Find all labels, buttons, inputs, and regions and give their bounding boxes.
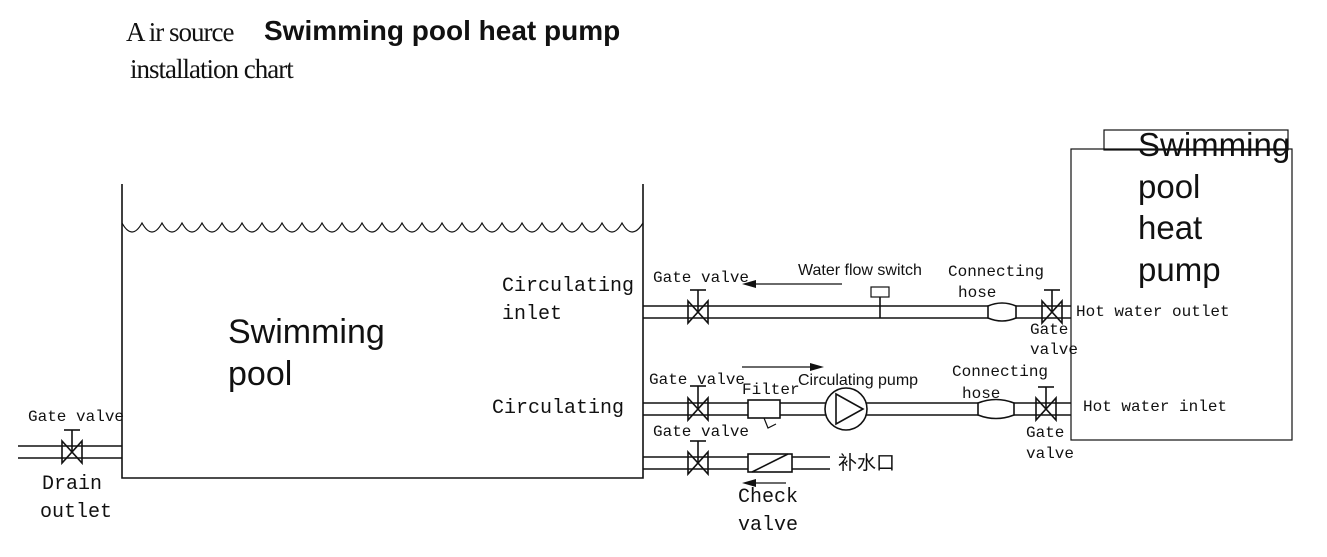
flow-arrow-left-icon: [742, 280, 842, 288]
top-connecting-hose-label-1: Connecting: [948, 263, 1044, 281]
pool-water-surface: [121, 221, 644, 233]
hp-top-gate-valve-icon: [1041, 289, 1063, 326]
heat-pump-label-line2: pool: [1138, 168, 1200, 205]
middle-connecting-hose-label-2: hose: [962, 385, 1000, 403]
check-valve-label-1: Check: [738, 486, 798, 509]
pool-label-line2: pool: [228, 355, 292, 393]
hp-bottom-gate-valve-label-1: Gate: [1026, 424, 1064, 442]
drain-outlet-label-2: outlet: [40, 501, 112, 524]
check-valve-label-2: valve: [738, 514, 798, 537]
middle-gate-valve-label: Gate valve: [649, 371, 745, 389]
circulating-inlet-label-2: inlet: [502, 303, 562, 326]
middle-connecting-hose-label-1: Connecting: [952, 363, 1048, 381]
heat-pump-unit: [1070, 129, 1293, 441]
pool-label-line1: Swimming: [228, 313, 385, 351]
middle-connecting-hose-icon: [977, 398, 1015, 420]
heat-pump-label-line3: heat: [1138, 209, 1202, 246]
top-connecting-hose-label-2: hose: [958, 284, 996, 302]
hp-bottom-gate-valve-label-2: valve: [1026, 445, 1074, 463]
low-gate-valve-icon: [687, 440, 709, 477]
drain-pipe: [18, 445, 122, 459]
circulating-outlet-label: Circulating: [492, 397, 624, 420]
drain-gate-valve-label: Gate valve: [28, 408, 124, 426]
circulating-inlet-label-1: Circulating: [502, 275, 634, 298]
top-gate-valve-icon: [687, 289, 709, 326]
title-bold: Swimming pool heat pump: [264, 15, 620, 46]
makeup-water-label: 补水口: [838, 452, 895, 474]
hp-bottom-gate-valve-icon: [1035, 386, 1057, 423]
drain-outlet-label-1: Drain: [42, 473, 102, 496]
title-prefix: A ir source: [126, 17, 234, 47]
heat-pump-label-line4: pump: [1138, 251, 1221, 288]
hot-water-outlet-label: Hot water outlet: [1076, 303, 1230, 321]
filter-icon: [747, 399, 781, 429]
check-valve-arrow-icon: [742, 479, 786, 487]
check-valve-icon: [747, 453, 793, 473]
circulating-pump-label: Circulating pump: [798, 372, 918, 389]
makeup-pipe: [643, 456, 830, 470]
drain-gate-valve-icon: [61, 429, 83, 466]
filter-label: Filter: [742, 381, 800, 399]
title-line2: installation chart: [130, 54, 294, 84]
circulating-pump-icon: [824, 387, 868, 431]
water-flow-switch-label: Water flow switch: [798, 262, 922, 279]
top-connecting-hose-icon: [987, 302, 1017, 322]
flow-arrow-right-icon: [742, 363, 824, 371]
heat-pump-label-line1: Swimming: [1138, 126, 1290, 163]
top-gate-valve-label: Gate valve: [653, 269, 749, 287]
middle-pipe: [643, 402, 1071, 416]
hp-top-gate-valve-label-1: Gate: [1030, 321, 1068, 339]
water-flow-switch-icon: [870, 286, 890, 318]
hp-top-gate-valve-label-2: valve: [1030, 341, 1078, 359]
middle-gate-valve-icon: [687, 385, 709, 423]
swimming-pool-tank: [121, 184, 644, 479]
hot-water-inlet-label: Hot water inlet: [1083, 398, 1227, 416]
low-gate-valve-label: Gate valve: [653, 423, 749, 441]
